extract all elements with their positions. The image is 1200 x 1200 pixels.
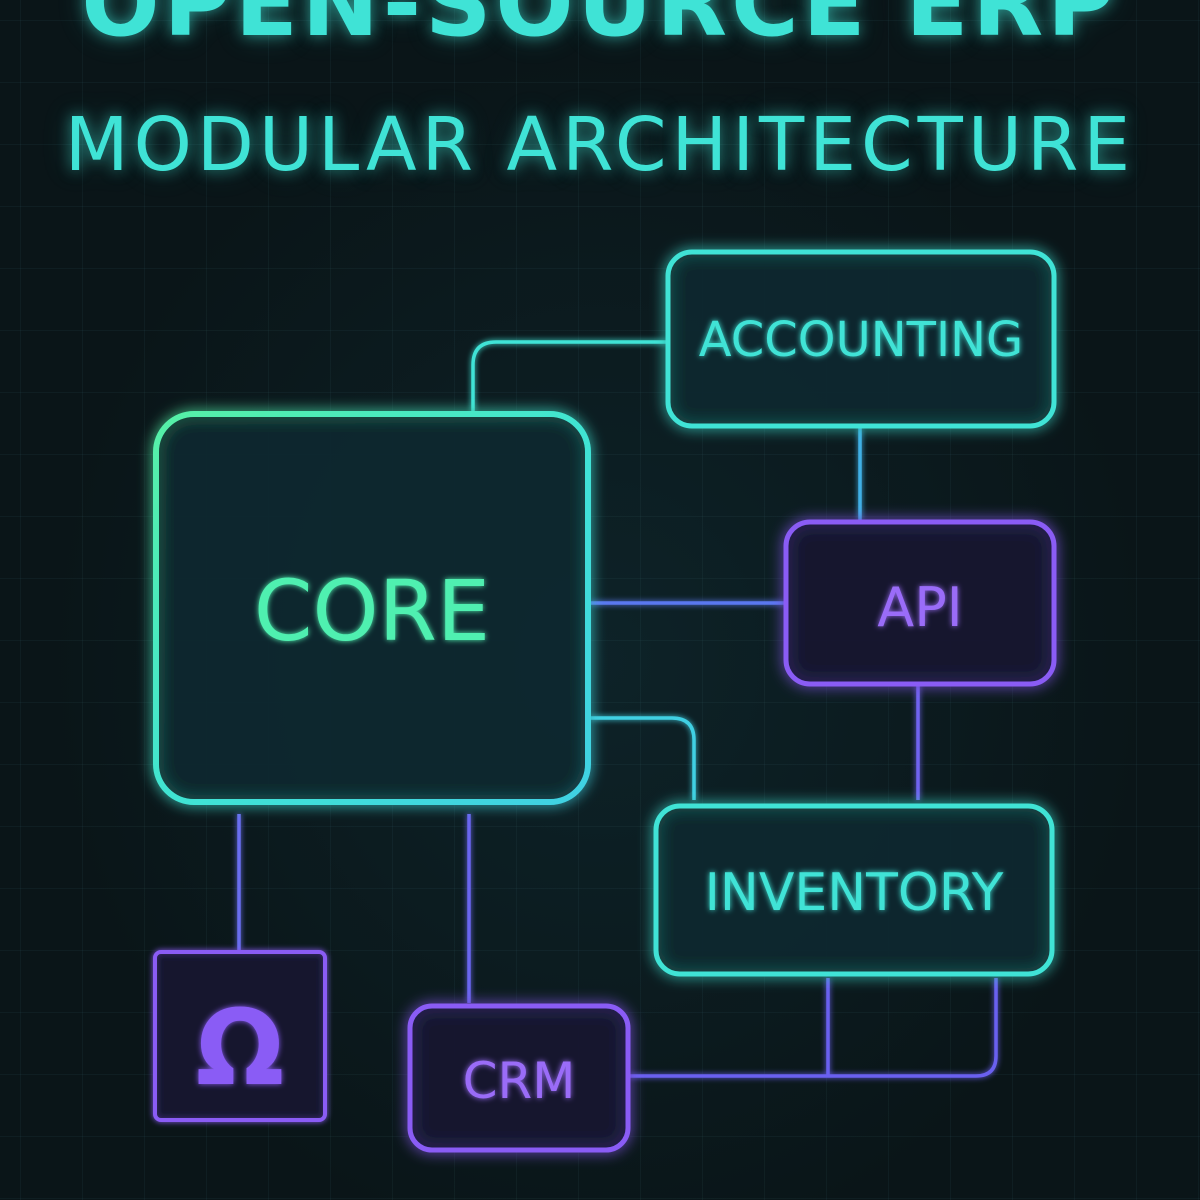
omega-icon: Ω [196, 987, 284, 1109]
module-api[interactable]: API [783, 519, 1057, 687]
module-inventory-label: INVENTORY [705, 863, 1004, 923]
module-core[interactable]: CORE [153, 411, 591, 805]
module-inventory[interactable]: INVENTORY [653, 803, 1055, 977]
page-subtitle: MODULAR ARCHITECTURE [64, 102, 1136, 188]
omega-module[interactable]: Ω [153, 950, 327, 1122]
module-api-label: API [877, 576, 962, 639]
module-accounting-label: ACCOUNTING [699, 312, 1023, 368]
module-core-label: CORE [254, 562, 490, 660]
connector-inventory-crm [628, 978, 998, 1078]
connector-core-accounting [471, 340, 668, 412]
page-title: OPEN-SOURCE ERP [81, 0, 1119, 57]
connector-core-inventory [590, 716, 696, 800]
connector-lines [237, 340, 998, 1078]
module-crm[interactable]: CRM [407, 1003, 631, 1153]
module-crm-label: CRM [463, 1052, 576, 1110]
module-accounting[interactable]: ACCOUNTING [665, 249, 1057, 429]
